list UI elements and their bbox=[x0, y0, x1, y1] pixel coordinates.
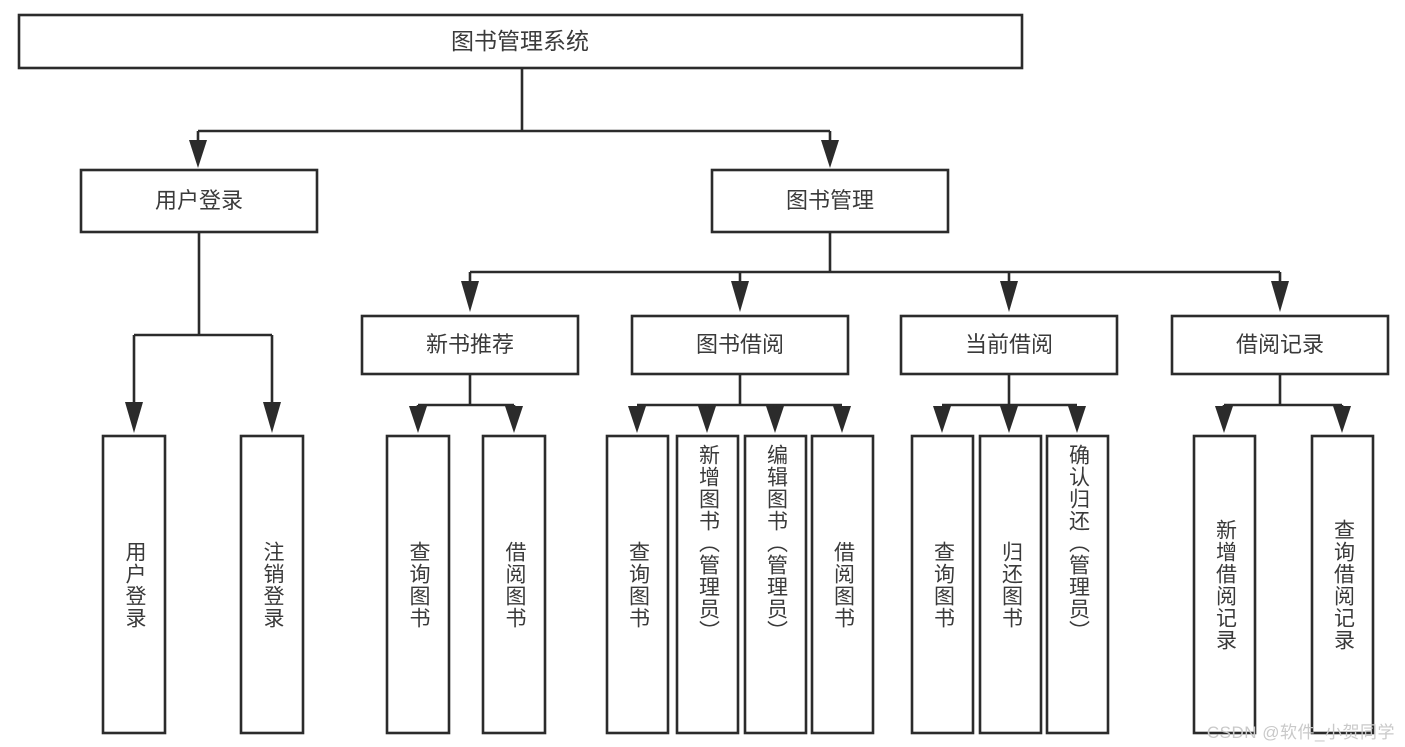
arrow-to-leaf-edit-book bbox=[766, 406, 784, 433]
leaf-box-user-login[interactable] bbox=[101, 434, 167, 735]
leaf-box-borrow-book-1[interactable] bbox=[481, 434, 547, 735]
arrow-to-leaf-confirm-return bbox=[1068, 406, 1086, 433]
root-box[interactable] bbox=[17, 13, 1024, 70]
node-root[interactable]: 图书管理系统 bbox=[17, 13, 1024, 70]
arrow-to-leaf-return-book bbox=[1000, 406, 1018, 433]
node-book-management[interactable]: 图书管理 bbox=[710, 168, 950, 234]
arrow-to-book-borrow bbox=[731, 281, 749, 312]
book-borrow-box[interactable] bbox=[630, 314, 850, 376]
current-borrow-box[interactable] bbox=[899, 314, 1119, 376]
csdn-watermark: CSDN @软件_小贺同学 bbox=[1206, 723, 1395, 742]
leaf-box-query-record[interactable] bbox=[1310, 434, 1375, 735]
book-management-label: 图书管理 bbox=[786, 188, 874, 213]
arrow-to-new-book-recommend bbox=[461, 281, 479, 312]
leaf-box-query-book-2[interactable] bbox=[605, 434, 670, 735]
leaf-box-logout-login[interactable] bbox=[239, 434, 305, 735]
leaf-box-return-book[interactable] bbox=[978, 434, 1043, 735]
arrow-to-user-login bbox=[189, 140, 207, 168]
book-management-box[interactable] bbox=[710, 168, 950, 234]
node-book-borrow[interactable]: 图书借阅 bbox=[630, 314, 850, 376]
arrow-to-leaf-add-book bbox=[698, 406, 716, 433]
user-login-label: 用户登录 bbox=[155, 188, 243, 213]
arrow-to-leaf-borrow-book-2 bbox=[833, 406, 851, 433]
root-label: 图书管理系统 bbox=[451, 28, 589, 54]
arrow-to-leaf-query-book-1 bbox=[409, 406, 427, 433]
leaf-box-add-book[interactable] bbox=[675, 434, 740, 735]
borrow-record-label: 借阅记录 bbox=[1236, 332, 1324, 357]
arrow-to-leaf-user-login bbox=[125, 402, 143, 433]
current-borrow-label: 当前借阅 bbox=[965, 332, 1053, 357]
node-current-borrow[interactable]: 当前借阅 bbox=[899, 314, 1119, 376]
arrow-to-leaf-query-book-2 bbox=[628, 406, 646, 433]
arrow-to-book-management bbox=[821, 140, 839, 168]
leaf-box-confirm-return[interactable] bbox=[1045, 434, 1110, 735]
leaf-box-query-book-3[interactable] bbox=[910, 434, 975, 735]
node-new-book-recommend[interactable]: 新书推荐 bbox=[360, 314, 580, 376]
leaf-box-borrow-book-2[interactable] bbox=[810, 434, 875, 735]
arrow-to-leaf-query-record bbox=[1333, 406, 1351, 433]
borrow-record-box[interactable] bbox=[1170, 314, 1390, 376]
leaf-box-query-book-1[interactable] bbox=[385, 434, 451, 735]
leaf-box-add-record[interactable] bbox=[1192, 434, 1257, 735]
leaf-box-edit-book[interactable] bbox=[743, 434, 808, 735]
arrow-to-leaf-add-record bbox=[1215, 406, 1233, 433]
arrow-to-leaf-logout-login bbox=[263, 402, 281, 433]
book-borrow-label: 图书借阅 bbox=[696, 332, 784, 357]
arrow-to-current-borrow bbox=[1000, 281, 1018, 312]
node-borrow-record[interactable]: 借阅记录 bbox=[1170, 314, 1390, 376]
new-book-recommend-box[interactable] bbox=[360, 314, 580, 376]
new-book-recommend-label: 新书推荐 bbox=[426, 332, 514, 357]
arrow-to-leaf-query-book-3 bbox=[933, 406, 951, 433]
node-user-login[interactable]: 用户登录 bbox=[79, 168, 319, 234]
arrow-to-borrow-record bbox=[1271, 281, 1289, 312]
arrow-to-leaf-borrow-book-1 bbox=[505, 406, 523, 433]
